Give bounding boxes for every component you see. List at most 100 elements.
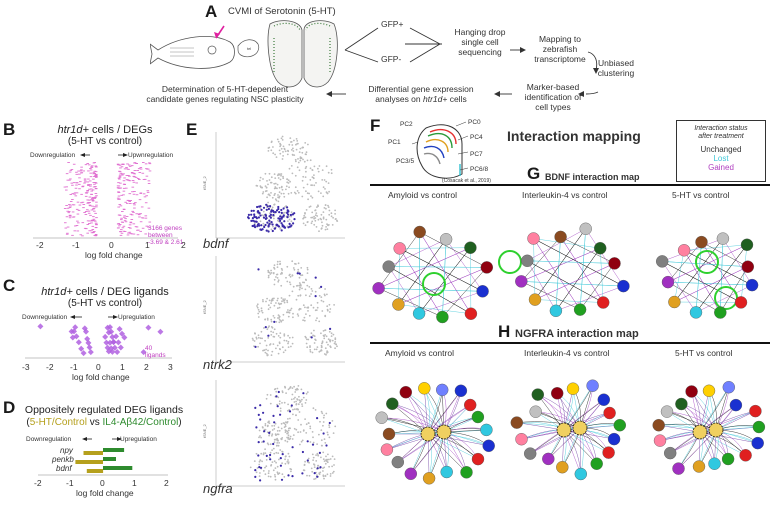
cell-dot <box>288 143 291 146</box>
expressing-cell-dot <box>316 467 319 470</box>
cell-dot <box>279 228 281 230</box>
cell-dot <box>303 281 306 284</box>
gene-dot <box>124 201 127 203</box>
cell-dot <box>331 420 334 422</box>
cell-dot <box>321 444 323 447</box>
ligand-dot <box>114 348 121 355</box>
gene-dot <box>86 163 89 164</box>
gfp-plus-label: GFP+ <box>381 19 404 29</box>
expressing-cell-dot <box>283 220 286 223</box>
cell-dot <box>282 351 285 354</box>
cell-dot <box>304 460 306 463</box>
gene-dot <box>92 208 95 210</box>
cell-dot <box>282 313 285 316</box>
cell-dot <box>279 449 282 451</box>
cell-dot <box>280 319 282 322</box>
gene-dot <box>119 167 122 169</box>
cell-dot <box>298 399 301 402</box>
cell-dot <box>284 298 286 300</box>
cell-dot <box>264 185 267 187</box>
gene-dot <box>94 234 98 235</box>
cell-dot <box>294 408 296 411</box>
cell-dot <box>276 260 279 263</box>
cell-dot <box>275 187 277 189</box>
cell-dot <box>287 452 290 455</box>
cell-dot <box>303 214 306 217</box>
cell-dot <box>296 313 299 315</box>
cell-dot <box>292 413 294 416</box>
cell-dot <box>290 141 293 143</box>
cell-dot <box>253 460 256 462</box>
cell-dot <box>332 333 335 336</box>
cell-dot <box>325 335 328 338</box>
interaction-edge <box>667 244 748 283</box>
gene-dot <box>138 216 141 218</box>
gene-dot <box>80 169 83 171</box>
gene-dot <box>118 224 122 225</box>
gene-dot <box>89 199 93 201</box>
gene-dot <box>118 176 122 178</box>
cell-dot <box>328 424 330 426</box>
cell-dot <box>323 477 325 480</box>
ligand-dot <box>116 325 123 332</box>
interaction-edge <box>699 431 758 444</box>
gene-dot <box>94 222 98 224</box>
ligand-dot <box>121 334 128 341</box>
gene-dot <box>90 209 94 211</box>
pc-label: PC4 <box>470 134 483 141</box>
gene-dot <box>117 206 120 208</box>
gene-dot <box>117 164 120 166</box>
expressing-cell-dot <box>274 227 277 230</box>
cell-dot <box>327 206 330 208</box>
gene-dot <box>93 210 96 212</box>
interaction-edge <box>443 431 467 473</box>
cell-dot <box>278 341 281 344</box>
panel-c-down-label: Downregulation <box>22 314 68 321</box>
cell-dot <box>303 216 305 219</box>
interaction-edge <box>443 431 489 447</box>
expressing-cell-dot <box>247 217 250 220</box>
cell-dot <box>281 450 283 453</box>
cell-dot <box>301 287 303 290</box>
cell-dot <box>283 334 286 337</box>
gene-dot <box>78 177 81 179</box>
cell-dot <box>324 334 326 336</box>
cell-dot <box>328 465 330 468</box>
expressing-cell-dot <box>269 453 272 457</box>
gene-dot <box>88 223 91 224</box>
interaction-edge <box>527 260 615 264</box>
cell-dot <box>274 475 277 478</box>
cell-dot <box>259 459 262 462</box>
gene-dot <box>130 172 134 173</box>
gene-dot <box>142 162 145 163</box>
gene-dot <box>144 215 148 217</box>
cell-dot <box>323 414 325 417</box>
cell-dot <box>277 396 280 399</box>
cell-dot <box>255 184 258 187</box>
cell-dot <box>288 455 291 458</box>
cell-dot <box>282 177 285 180</box>
cell-dot <box>312 176 315 179</box>
cell-dot <box>320 227 323 230</box>
cell-dot <box>310 288 313 290</box>
gene-dot <box>71 234 74 236</box>
cell-dot <box>264 473 267 476</box>
gene-dot <box>117 182 120 184</box>
cell-dot <box>278 321 281 324</box>
cell-dot <box>311 196 314 199</box>
interaction-edge <box>424 388 429 435</box>
expressing-cell-dot <box>250 219 253 222</box>
gene-label-ntrk2-tsne: ntrk2 <box>203 357 232 372</box>
gene-dot <box>91 198 95 200</box>
cell-dot <box>335 343 337 345</box>
cell-type-node <box>597 393 611 406</box>
cell-dot <box>287 418 289 420</box>
cell-dot <box>277 196 279 199</box>
cell-dot <box>284 462 287 465</box>
gene-dot <box>123 220 127 222</box>
cell-dot <box>277 352 280 355</box>
cell-dot <box>322 195 325 198</box>
ligand-dot <box>109 334 116 341</box>
expressing-cell-dot <box>264 217 267 220</box>
cell-type-node <box>422 472 436 485</box>
